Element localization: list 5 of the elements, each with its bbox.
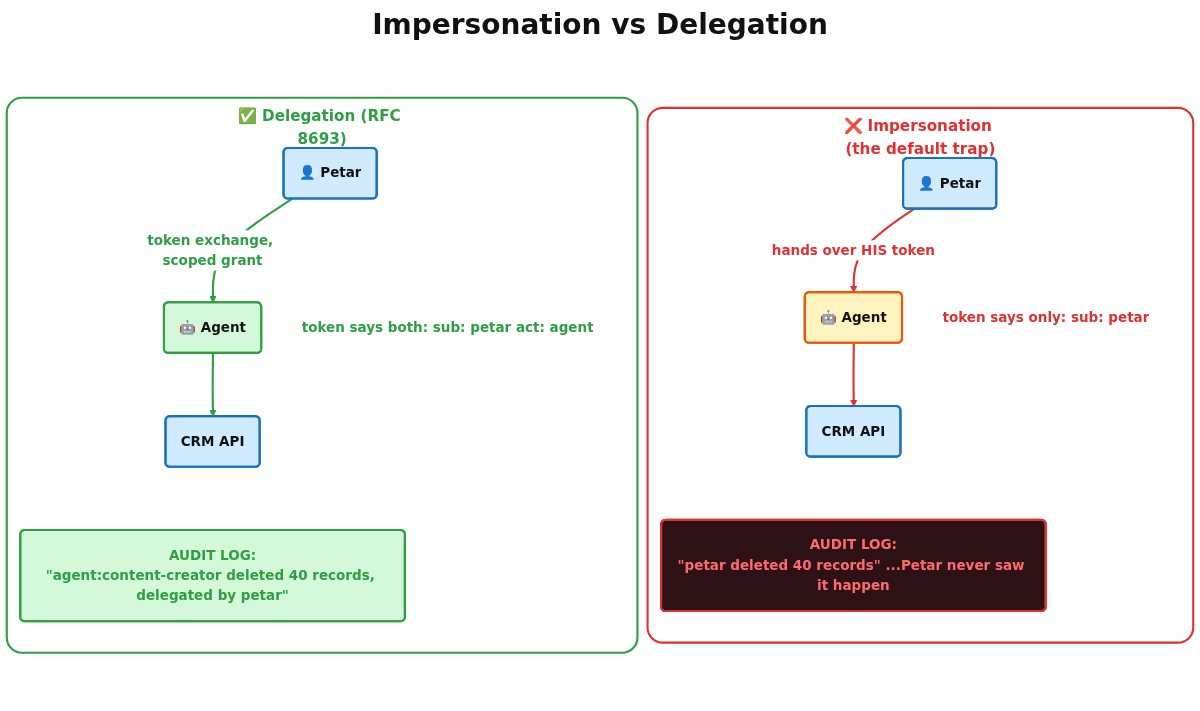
diagram-title: Impersonation vs Delegation [371, 7, 829, 43]
node-label: token says both: sub: petar act: agent [301, 319, 594, 336]
node-label: token says only: sub: petar [942, 309, 1150, 326]
edge-label: token exchange, scoped grant [147, 232, 274, 269]
edge-label: hands over HIS token [771, 242, 935, 259]
